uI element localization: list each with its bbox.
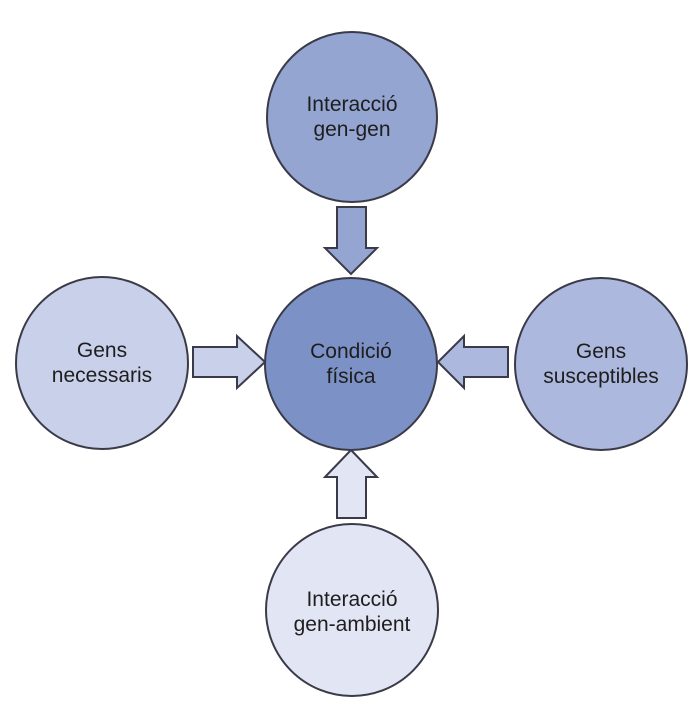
node-center-label-line2: física	[326, 365, 376, 388]
node-center-label-line1: Condició	[310, 340, 392, 363]
node-right-label-line2: susceptibles	[543, 365, 659, 388]
arrow-top-to-center	[322, 206, 380, 276]
node-top-circle	[266, 31, 438, 203]
node-center-label: Condició física	[266, 339, 436, 389]
node-right-circle	[514, 277, 688, 451]
arrow-left-to-center	[192, 333, 267, 391]
node-left-label: Gens necessaris	[17, 338, 187, 388]
node-bottom-label-line2: gen-ambient	[293, 613, 411, 636]
node-right-label-line1: Gens	[575, 340, 627, 363]
node-top-label-line2: gen-gen	[313, 118, 391, 141]
arrow-bottom-to-center	[322, 448, 380, 519]
node-bottom-circle	[265, 523, 439, 697]
node-bottom-label-line1: Interacció	[306, 588, 398, 611]
node-bottom-label: Interacció gen-ambient	[267, 587, 437, 637]
node-center-circle	[264, 277, 438, 451]
node-right-label: Gens susceptibles	[516, 339, 686, 389]
node-left-circle	[15, 276, 189, 450]
node-left-label-line1: Gens	[76, 339, 128, 362]
node-top-label: Interacció gen-gen	[267, 92, 437, 142]
node-left-label-line2: necessaris	[51, 364, 153, 387]
node-top-label-line1: Interacció	[306, 93, 398, 116]
arrow-right-to-center	[436, 333, 509, 391]
